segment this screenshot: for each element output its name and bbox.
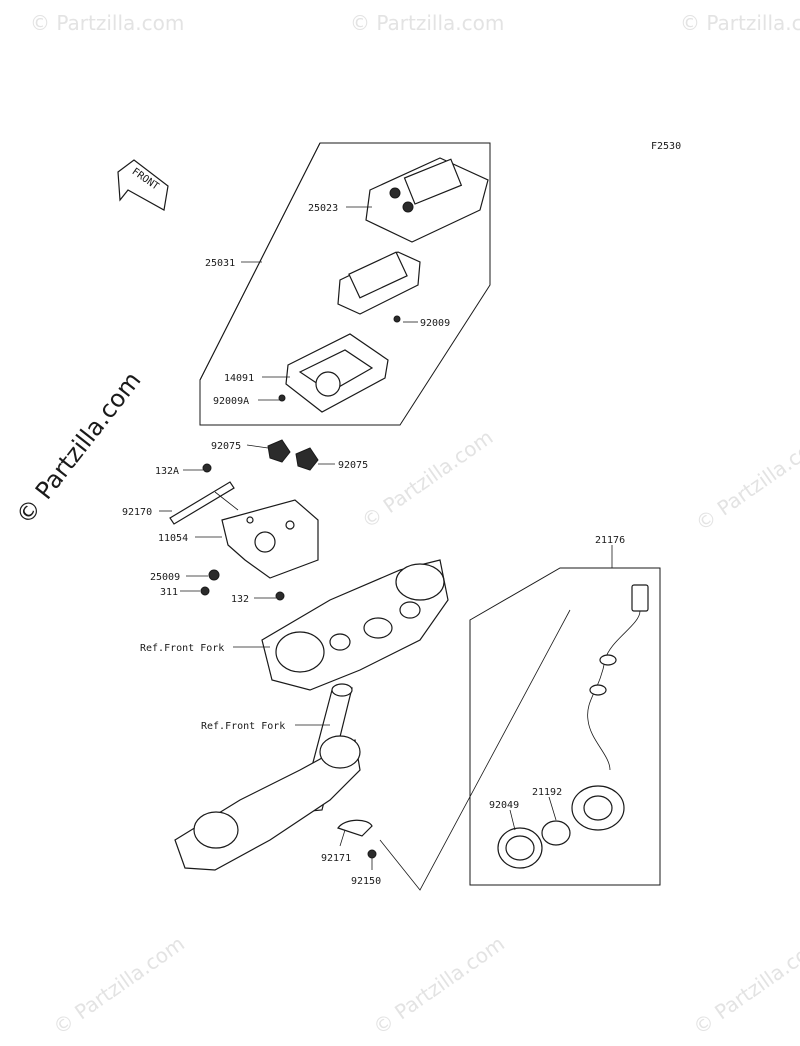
watermark: © Partzilla.com xyxy=(357,425,497,533)
watermark: © Partzilla.com xyxy=(350,11,504,35)
part-label-14091: 14091 xyxy=(224,373,254,384)
part-label-25031: 25031 xyxy=(205,258,235,269)
part-label-92150: 92150 xyxy=(351,876,381,887)
washer xyxy=(208,569,220,581)
meter-unit xyxy=(337,251,421,323)
bolt xyxy=(275,591,285,601)
sensor-frame xyxy=(469,567,661,886)
bolt xyxy=(367,849,377,859)
part-label-132: 132 xyxy=(231,594,249,605)
watermark: © Partzilla.com xyxy=(691,427,800,535)
part-label-92075: 92075 xyxy=(211,441,241,452)
part-label-11054: 11054 xyxy=(158,533,188,544)
meter-bracket xyxy=(221,499,319,579)
watermark-layer: © Partzilla.com © Partzilla.com © Partzi… xyxy=(30,11,800,1039)
watermark: © Partzilla.com xyxy=(680,11,800,35)
watermark-main: © Partzilla.com xyxy=(10,366,146,529)
meter-case xyxy=(278,333,389,413)
watermark: © Partzilla.com xyxy=(30,11,184,35)
ref-front-fork-label: Ref.Front Fork xyxy=(201,721,285,732)
meter-cover xyxy=(365,157,489,243)
rod xyxy=(169,481,235,525)
part-label-92075: 92075 xyxy=(338,460,368,471)
part-labels: 25023 25031 92009 14091 92009A 92075 920… xyxy=(122,203,625,887)
leader-lines xyxy=(159,206,613,891)
part-label-92049: 92049 xyxy=(489,800,519,811)
watermark: © Partzilla.com xyxy=(689,931,800,1039)
part-label-92170: 92170 xyxy=(122,507,152,518)
part-label-21176: 21176 xyxy=(595,535,625,546)
part-label-132a: 132A xyxy=(155,466,179,477)
bolt xyxy=(202,463,212,473)
nut xyxy=(200,586,210,596)
figure-code: F2530 xyxy=(651,141,681,152)
part-label-92171: 92171 xyxy=(321,853,351,864)
part-label-92009a: 92009A xyxy=(213,396,249,407)
ref-front-fork-label: Ref.Front Fork xyxy=(140,643,224,654)
part-label-21192: 21192 xyxy=(532,787,562,798)
clamp xyxy=(337,819,373,837)
part-label-311: 311 xyxy=(160,587,178,598)
watermark: © Partzilla.com xyxy=(369,931,509,1039)
lower-triple-clamp xyxy=(174,683,361,871)
front-arrow-icon: FRONT xyxy=(117,159,169,211)
upper-triple-clamp xyxy=(261,559,449,691)
damper xyxy=(295,447,319,471)
part-label-25023: 25023 xyxy=(308,203,338,214)
watermark: © Partzilla.com xyxy=(49,931,189,1039)
damper xyxy=(267,439,291,463)
speed-sensor xyxy=(497,584,649,869)
part-label-25009: 25009 xyxy=(150,572,180,583)
part-label-92009: 92009 xyxy=(420,318,450,329)
